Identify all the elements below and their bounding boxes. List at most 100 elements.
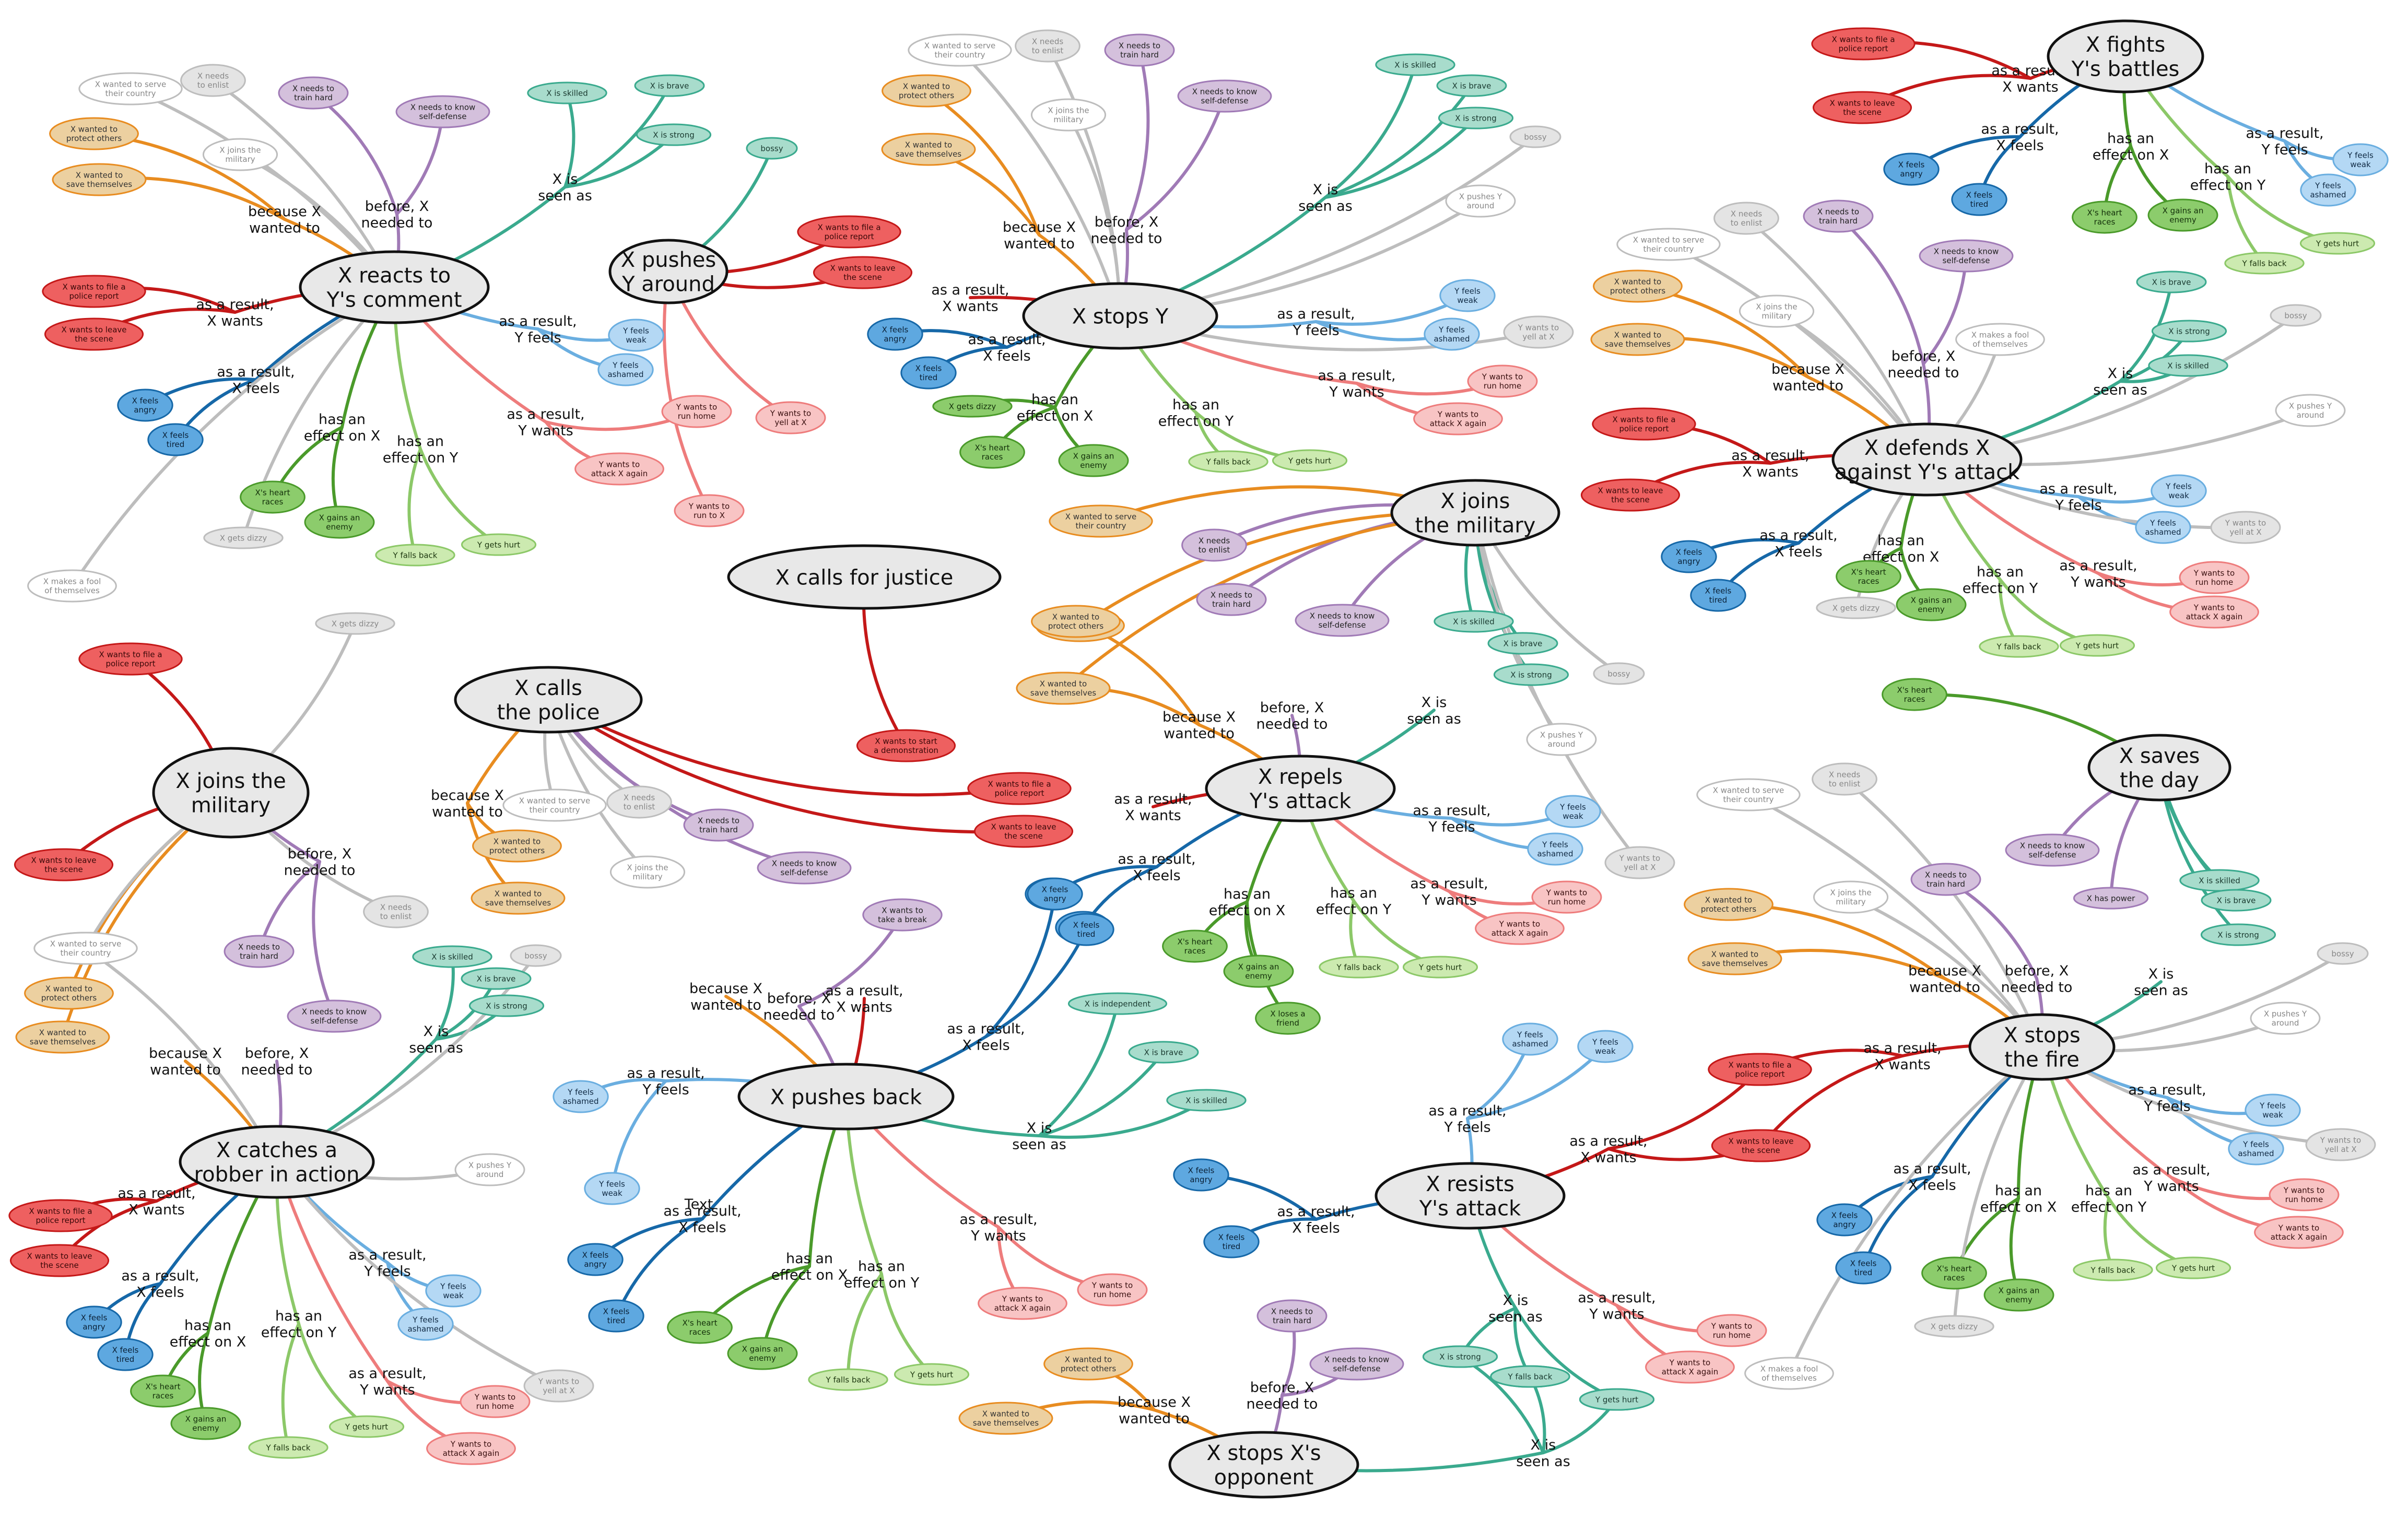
defends-x-s-heart-races-node[interactable] <box>1836 560 1901 593</box>
event-stops-node[interactable] <box>1022 282 1218 350</box>
stops-x-is-strong-node[interactable] <box>1438 107 1514 130</box>
fights-x-gains-an-enemy-node[interactable] <box>2147 198 2218 232</box>
catches-y-feels-weak-node[interactable] <box>425 1274 481 1308</box>
stops-x-gets-dizzy-node[interactable] <box>932 395 1013 418</box>
event-defends-node[interactable] <box>1831 422 2023 497</box>
defends-y-wants-to-attack-x-again-node[interactable] <box>2169 595 2259 629</box>
defends-grey-x-makes-a-fool-of-themselves-node[interactable] <box>1955 323 2045 356</box>
stops-x-is-skilled-node[interactable] <box>1375 53 1455 76</box>
joins2-x-needs-to-train-hard-node[interactable] <box>1196 583 1267 616</box>
repels-y-falls-back-node[interactable] <box>1319 956 1399 979</box>
justice-x-wants-to-start-a-demonstration-node[interactable] <box>856 729 956 762</box>
fights-x-feels-tired-node[interactable] <box>1951 183 2007 216</box>
catches-x-wants-to-file-a-police-report-node[interactable] <box>8 1199 113 1232</box>
defends-y-feels-weak-node[interactable] <box>2151 474 2207 508</box>
catches-y-falls-back-node[interactable] <box>248 1436 328 1459</box>
joins1-x-wants-to-file-a-police-report-node[interactable] <box>78 642 183 676</box>
event-joins2-node[interactable] <box>1390 479 1560 547</box>
reacts-x-wants-to-leave-the-scene-node[interactable] <box>44 317 144 351</box>
stops-y-gets-hurt-node[interactable] <box>1272 449 1348 472</box>
repels-y-feels-ashamed-node[interactable] <box>1527 832 1583 866</box>
stops-x-feels-angry-node[interactable] <box>867 317 923 351</box>
reacts-grey-x-needs-to-enlist-node[interactable] <box>180 64 246 97</box>
police-x-wanted-to-protect-others-node[interactable] <box>472 829 562 863</box>
repels-y-gets-hurt-node[interactable] <box>1402 956 1478 979</box>
catches-grey-x-pushes-y-around-node[interactable] <box>454 1153 525 1186</box>
reacts-grey-x-gets-dizzy-node[interactable] <box>203 526 284 549</box>
reacts-x-is-brave-node[interactable] <box>634 74 705 97</box>
pushes-x-wants-to-leave-the-scene-node[interactable] <box>813 256 913 289</box>
stops-x-needs-to-train-hard-node[interactable] <box>1104 33 1175 67</box>
police-x-wanted-to-save-themselves-node[interactable] <box>471 881 566 915</box>
stops-grey-x-pushes-y-around-node[interactable] <box>1445 184 1516 218</box>
pushes-x-wants-to-file-a-police-report-node[interactable] <box>797 215 901 249</box>
reacts-x-wanted-to-save-themselves-node[interactable] <box>52 163 147 196</box>
reacts-y-falls-back-node[interactable] <box>375 544 455 567</box>
defends-x-wanted-to-save-themselves-node[interactable] <box>1590 323 1685 356</box>
stopsfire-grey-x-pushes-y-around-node[interactable] <box>2250 1002 2321 1035</box>
pushback-y-wants-to-run-home-node[interactable] <box>1077 1273 1148 1307</box>
stops-y-wants-to-attack-x-again-node[interactable] <box>1413 402 1503 436</box>
event-joins1-node[interactable] <box>152 747 310 839</box>
resists-x-feels-tired-node[interactable] <box>1203 1225 1260 1258</box>
reacts-y-feels-weak-node[interactable] <box>608 319 664 352</box>
catches-y-wants-to-run-home-node[interactable] <box>460 1385 531 1418</box>
event-opponent-node[interactable] <box>1168 1431 1359 1499</box>
saves-x-is-brave-node[interactable] <box>2201 889 2272 912</box>
stops-x-is-brave-node[interactable] <box>1436 74 1507 97</box>
repels-x-s-heart-races-node[interactable] <box>1162 929 1228 963</box>
resists-y-wants-to-run-home-node[interactable] <box>1696 1314 1767 1347</box>
saves-x-needs-to-know-self-defense-node[interactable] <box>2005 833 2100 867</box>
pushback-y-feels-weak-node[interactable] <box>584 1172 640 1205</box>
catches-grey-y-wants-to-yell-at-x-node[interactable] <box>523 1369 594 1403</box>
catches-x-s-heart-races-node[interactable] <box>130 1374 196 1408</box>
stops-grey-x-wanted-to-serve-their-country-node[interactable] <box>908 33 1012 67</box>
defends-x-needs-to-know-self-defense-node[interactable] <box>1919 239 2014 273</box>
reacts-grey-x-wanted-to-serve-their-country-node[interactable] <box>78 72 183 105</box>
saves-x-is-strong-node[interactable] <box>2200 923 2276 946</box>
repels-x-wanted-to-protect-others-node[interactable] <box>1031 605 1121 638</box>
reacts-x-is-strong-node[interactable] <box>636 123 712 146</box>
event-stopsfire-node[interactable] <box>1968 1013 2116 1081</box>
event-resists-node[interactable] <box>1375 1162 1566 1230</box>
reacts-x-needs-to-know-self-defense-node[interactable] <box>395 95 490 128</box>
stops-y-feels-ashamed-node[interactable] <box>1424 317 1480 351</box>
event-reacts-node[interactable] <box>299 250 490 324</box>
stops-y-feels-weak-node[interactable] <box>1439 279 1496 312</box>
defends-y-feels-ashamed-node[interactable] <box>2135 511 2191 544</box>
defends-grey-x-needs-to-enlist-node[interactable] <box>1713 202 1779 235</box>
resists-x-wants-to-file-a-police-report-node[interactable] <box>1708 1053 1812 1086</box>
catches-y-feels-ashamed-node[interactable] <box>397 1308 454 1341</box>
event-fights-node[interactable] <box>2047 19 2204 93</box>
catches-grey-x-wanted-to-serve-their-country-node[interactable] <box>33 932 138 965</box>
defends-grey-x-pushes-y-around-node[interactable] <box>2275 394 2346 427</box>
opponent-x-needs-to-know-self-defense-node[interactable] <box>1309 1347 1404 1381</box>
reacts-x-is-skilled-node[interactable] <box>527 81 607 104</box>
catches-x-is-brave-node[interactable] <box>461 967 532 990</box>
fights-x-wants-to-leave-the-scene-node[interactable] <box>1812 91 1912 124</box>
defends-x-is-skilled-node[interactable] <box>2148 354 2228 377</box>
defends-grey-x-wanted-to-serve-their-country-node[interactable] <box>1616 228 1721 261</box>
opponent-x-wanted-to-protect-others-node[interactable] <box>1043 1347 1133 1381</box>
joins2-x-wanted-to-serve-their-country-node[interactable] <box>1049 504 1153 538</box>
joins2-x-is-skilled-node[interactable] <box>1434 610 1514 633</box>
stopsfire-grey-x-joins-the-military-node[interactable] <box>1813 880 1889 914</box>
stopsfire-grey-bossy-node[interactable] <box>2317 942 2369 965</box>
stops-x-needs-to-know-self-defense-node[interactable] <box>1177 79 1272 113</box>
stopsfire-x-needs-to-train-hard-node[interactable] <box>1910 863 1981 896</box>
stopsfire-y-feels-weak-node[interactable] <box>2245 1093 2301 1127</box>
pushback-x-gains-an-enemy-node[interactable] <box>727 1337 798 1370</box>
catches-x-feels-angry-node[interactable] <box>66 1305 122 1339</box>
joins2-grey-y-wants-to-yell-at-x-node[interactable] <box>1604 846 1675 879</box>
fights-y-feels-weak-node[interactable] <box>2332 143 2389 176</box>
catches-x-feels-tired-node[interactable] <box>97 1338 154 1371</box>
reacts-x-gains-an-enemy-node[interactable] <box>304 505 375 539</box>
catches-x-wants-to-leave-the-scene-node[interactable] <box>9 1244 110 1277</box>
defends-y-falls-back-node[interactable] <box>1979 635 2059 658</box>
defends-x-needs-to-train-hard-node[interactable] <box>1803 199 1874 233</box>
defends-grey-x-gets-dizzy-node[interactable] <box>1816 596 1896 619</box>
police-x-wants-to-file-a-police-report-node[interactable] <box>967 772 1072 805</box>
stopsfire-x-wanted-to-save-themselves-node[interactable] <box>1687 942 1782 975</box>
event-pushes-node[interactable] <box>608 239 729 304</box>
joins1-grey-x-needs-to-enlist-node[interactable] <box>363 895 429 928</box>
